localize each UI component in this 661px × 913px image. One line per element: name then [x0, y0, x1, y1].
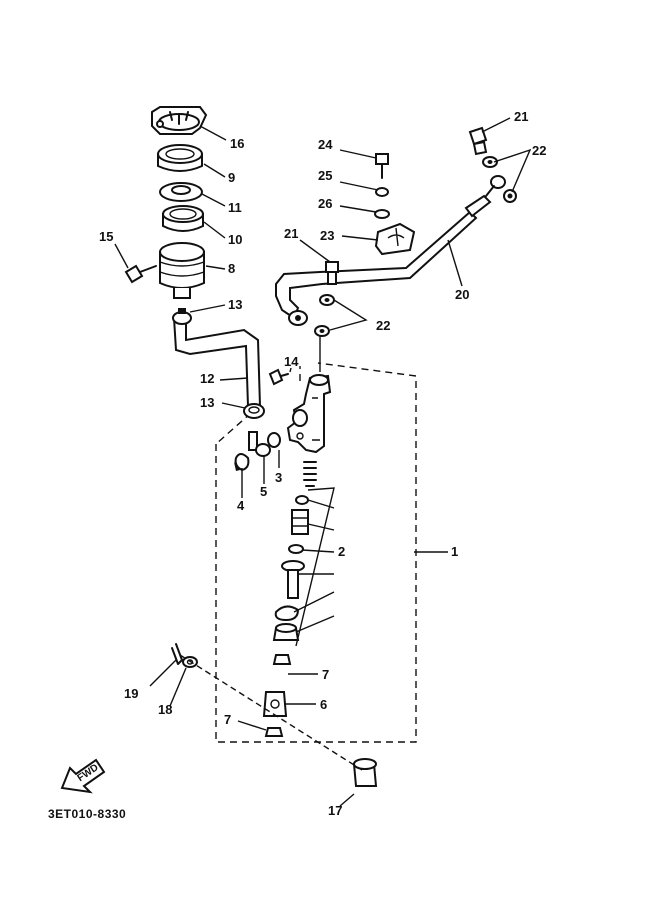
cup — [295, 495, 309, 505]
callout-25: 25 — [318, 168, 332, 183]
reservoir-8 — [159, 242, 205, 299]
reservoir-cap-16 — [151, 106, 208, 135]
callout-12: 12 — [200, 371, 214, 386]
callout-24: 24 — [318, 137, 333, 152]
pin-axis — [179, 654, 363, 771]
hose-clamp-13-top — [172, 308, 192, 325]
callout-7-upper: 7 — [322, 667, 329, 682]
callout-13-top: 13 — [228, 297, 242, 312]
callout-5: 5 — [260, 484, 267, 499]
hose-clamp-13-bottom — [243, 403, 265, 419]
callout-15: 15 — [99, 229, 113, 244]
bolt-15 — [124, 264, 157, 284]
callout-13-bottom: 13 — [200, 395, 214, 410]
hose-guide-23 — [374, 222, 416, 256]
nut-7-lower — [264, 727, 284, 737]
o-ring-3 — [267, 432, 281, 448]
reservoir-lid-9 — [157, 144, 203, 172]
washer — [288, 544, 304, 554]
callout-7-lower: 7 — [224, 712, 231, 727]
push-rod — [281, 560, 305, 599]
hose-fitting-upper — [464, 175, 506, 218]
callout-23: 23 — [320, 228, 334, 243]
callout-19: 19 — [124, 686, 138, 701]
callout-11: 11 — [228, 200, 242, 215]
bolt-14 — [268, 368, 289, 386]
callout-1: 1 — [451, 544, 458, 559]
hose-joint-5 — [248, 431, 271, 457]
gasket-22-a — [482, 156, 498, 168]
reservoir-hose-12 — [172, 317, 262, 407]
callout-20: 20 — [455, 287, 469, 302]
bolt-24 — [375, 153, 389, 179]
callout-16: 16 — [230, 136, 244, 151]
callout-6: 6 — [320, 697, 327, 712]
union-bolt-21-lower — [325, 261, 339, 285]
callout-10: 10 — [228, 232, 242, 247]
clevis-6 — [262, 691, 288, 717]
spring — [303, 461, 317, 487]
callout-21-lower: 21 — [284, 226, 298, 241]
hose-fitting-lower — [288, 310, 308, 326]
gasket-22-c — [319, 294, 335, 306]
callout-4: 4 — [237, 498, 245, 513]
drawing-code: 3ET010-8330 — [48, 807, 126, 821]
assembly-boundary — [215, 362, 417, 743]
brake-hose-20 — [275, 210, 478, 320]
forward-arrow-icon: FWD — [60, 758, 106, 794]
circlip-4 — [234, 453, 250, 471]
circlip — [274, 605, 299, 621]
master-cylinder-body — [286, 374, 332, 454]
cotter-pin-19 — [171, 643, 183, 665]
leader-lines — [114, 117, 532, 807]
nut-7-upper — [272, 654, 292, 665]
callout-21-upper: 21 — [514, 109, 528, 124]
union-bolt-21-upper — [468, 126, 488, 156]
gasket-22-b — [503, 189, 517, 203]
callout-14: 14 — [284, 354, 299, 369]
callout-2: 2 — [338, 544, 345, 559]
diaphragm-10 — [162, 205, 204, 232]
callout-3: 3 — [275, 470, 282, 485]
callout-22-upper: 22 — [532, 143, 546, 158]
washer-26 — [374, 209, 390, 219]
washer-25 — [375, 187, 389, 197]
pin-17 — [352, 758, 378, 787]
plate-11 — [159, 182, 203, 202]
callout-9: 9 — [228, 170, 235, 185]
piston — [291, 509, 309, 535]
callout-22-lower: 22 — [376, 318, 390, 333]
callout-18: 18 — [158, 702, 172, 717]
callout-17: 17 — [328, 803, 342, 818]
callout-26: 26 — [318, 196, 332, 211]
boot — [272, 623, 300, 641]
gasket-22-d — [314, 325, 330, 337]
callout-8: 8 — [228, 261, 235, 276]
